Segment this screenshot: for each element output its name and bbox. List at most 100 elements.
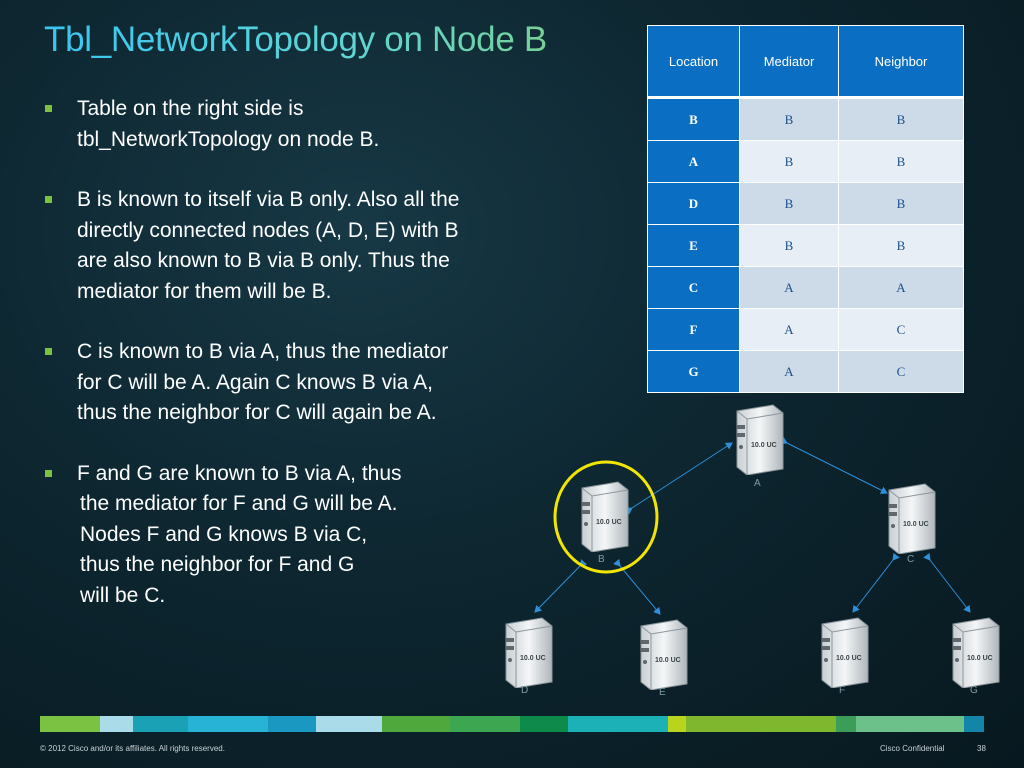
footer-bar-segment — [668, 716, 686, 732]
bullet-line: directly connected nodes (A, D, E) with … — [77, 218, 459, 242]
footer-color-bar — [40, 716, 984, 732]
table-row: D B B — [647, 182, 964, 225]
bullet-line: thus the neighbor for F and G — [80, 553, 355, 576]
table-row: C A A — [647, 266, 964, 309]
neighbor-cell: A — [838, 266, 964, 309]
footer-bar-segment — [382, 716, 450, 732]
bullet-line: mediator for them will be B. — [77, 279, 332, 303]
node-label-c: C — [907, 554, 915, 565]
bullet-item: B is known to itself via B only. Also al… — [44, 185, 564, 307]
node-label-d: D — [521, 685, 529, 696]
bullet-square-icon — [45, 348, 52, 355]
footer-confidential: Cisco Confidential — [880, 744, 945, 753]
bullet-item: Table on the right side is tbl_NetworkTo… — [44, 94, 564, 155]
bullet-line: the mediator for F and G will be A. — [80, 492, 398, 515]
link-a-b — [624, 442, 733, 515]
footer-bar-segment — [686, 716, 836, 732]
neighbor-cell: B — [838, 182, 964, 225]
server-a-icon: 10.0 UC — [733, 403, 785, 480]
bullet-line: are also known to B via B only. Thus the — [77, 249, 450, 272]
footer-bar-segment — [100, 716, 133, 732]
node-label-b: B — [598, 554, 605, 565]
mediator-cell: A — [739, 350, 839, 393]
bullet-line: B is known to itself via B only. Also al… — [77, 188, 460, 211]
footer-bar-segment — [964, 716, 984, 732]
column-header-neighbor: Neighbor — [838, 25, 964, 99]
footer-bar-segment — [133, 716, 188, 732]
table-header-row: Location Mediator Neighbor — [647, 25, 964, 99]
table-row: A B B — [647, 140, 964, 183]
location-cell: G — [647, 350, 740, 393]
column-header-mediator: Mediator — [739, 25, 839, 99]
mediator-cell: B — [739, 182, 839, 225]
bullet-item: F and G are known to B via A, thus the m… — [44, 459, 564, 612]
server-text: 10.0 UC — [751, 442, 777, 449]
server-text: 10.0 UC — [903, 521, 929, 528]
neighbor-cell: B — [838, 140, 964, 183]
neighbor-cell: C — [838, 350, 964, 393]
location-cell: D — [647, 182, 740, 225]
network-links — [534, 436, 971, 615]
footer-bar-segment — [40, 716, 100, 732]
link-b-d — [534, 558, 588, 613]
mediator-cell: A — [739, 308, 839, 351]
bullet-line: tbl_NetworkTopology on node B. — [77, 127, 380, 151]
bullet-line: C is known to B via A, thus the mediator — [77, 340, 449, 363]
bullet-line: Table on the right side is — [77, 97, 304, 120]
highlight-circle — [553, 460, 659, 574]
bullet-square-icon — [45, 105, 52, 112]
footer-bar-segment — [520, 716, 568, 732]
footer-bar-segment — [450, 716, 520, 732]
server-b-icon: 10.0 UC — [578, 480, 630, 557]
bullet-square-icon — [45, 469, 52, 477]
bullet-line: Nodes F and G knows B via C, — [80, 522, 368, 546]
footer-copyright: © 2012 Cisco and/or its affiliates. All … — [40, 744, 225, 753]
location-cell: C — [647, 266, 740, 309]
footer-bar-segment — [188, 716, 268, 732]
server-d-icon: 10.0 UC — [502, 616, 554, 693]
page-number: 38 — [977, 744, 986, 753]
bullet-line: F and G are known to B via A, thus — [77, 461, 402, 485]
network-topology-table: Location Mediator Neighbor B B B A B B D… — [647, 25, 964, 393]
table-row: B B B — [647, 97, 964, 141]
server-text: 10.0 UC — [655, 657, 681, 664]
node-label-g: G — [970, 685, 978, 696]
server-c-icon: 10.0 UC — [885, 482, 937, 559]
link-a-c — [779, 436, 888, 494]
location-cell: B — [647, 97, 740, 141]
link-b-e — [613, 558, 661, 615]
table-row: G A C — [647, 350, 964, 393]
server-e-icon: 10.0 UC — [637, 618, 689, 695]
bullet-list: Table on the right side is tbl_NetworkTo… — [44, 94, 564, 641]
footer-bar-segment — [836, 716, 856, 732]
bullet-square-icon — [45, 196, 52, 203]
mediator-cell: A — [739, 266, 839, 309]
server-text: 10.0 UC — [596, 519, 622, 526]
node-label-e: E — [659, 687, 666, 698]
neighbor-cell: B — [838, 97, 964, 141]
footer-bar-segment — [268, 716, 316, 732]
column-header-location: Location — [647, 25, 740, 99]
table-row: E B B — [647, 224, 964, 267]
footer-bar-segment — [316, 716, 382, 732]
bullet-item: C is known to B via A, thus the mediator… — [44, 337, 564, 429]
neighbor-cell: C — [838, 308, 964, 351]
node-label-f: F — [839, 685, 846, 696]
footer-bar-segment — [568, 716, 668, 732]
location-cell: A — [647, 140, 740, 183]
footer-bar-segment — [856, 716, 964, 732]
slide-title: Tbl_NetworkTopology on Node B — [44, 18, 644, 62]
server-text: 10.0 UC — [836, 655, 862, 662]
link-c-g — [923, 552, 971, 613]
bullet-line: for C will be A. Again C knows B via A, — [77, 370, 433, 394]
bullet-line: will be C. — [80, 583, 166, 607]
mediator-cell: B — [739, 140, 839, 183]
mediator-cell: B — [739, 224, 839, 267]
server-f-icon: 10.0 UC — [818, 616, 870, 693]
server-g-icon: 10.0 UC — [949, 616, 1001, 693]
server-text: 10.0 UC — [967, 655, 993, 662]
server-text: 10.0 UC — [520, 655, 546, 662]
link-c-f — [852, 552, 900, 613]
node-label-a: A — [754, 478, 761, 489]
